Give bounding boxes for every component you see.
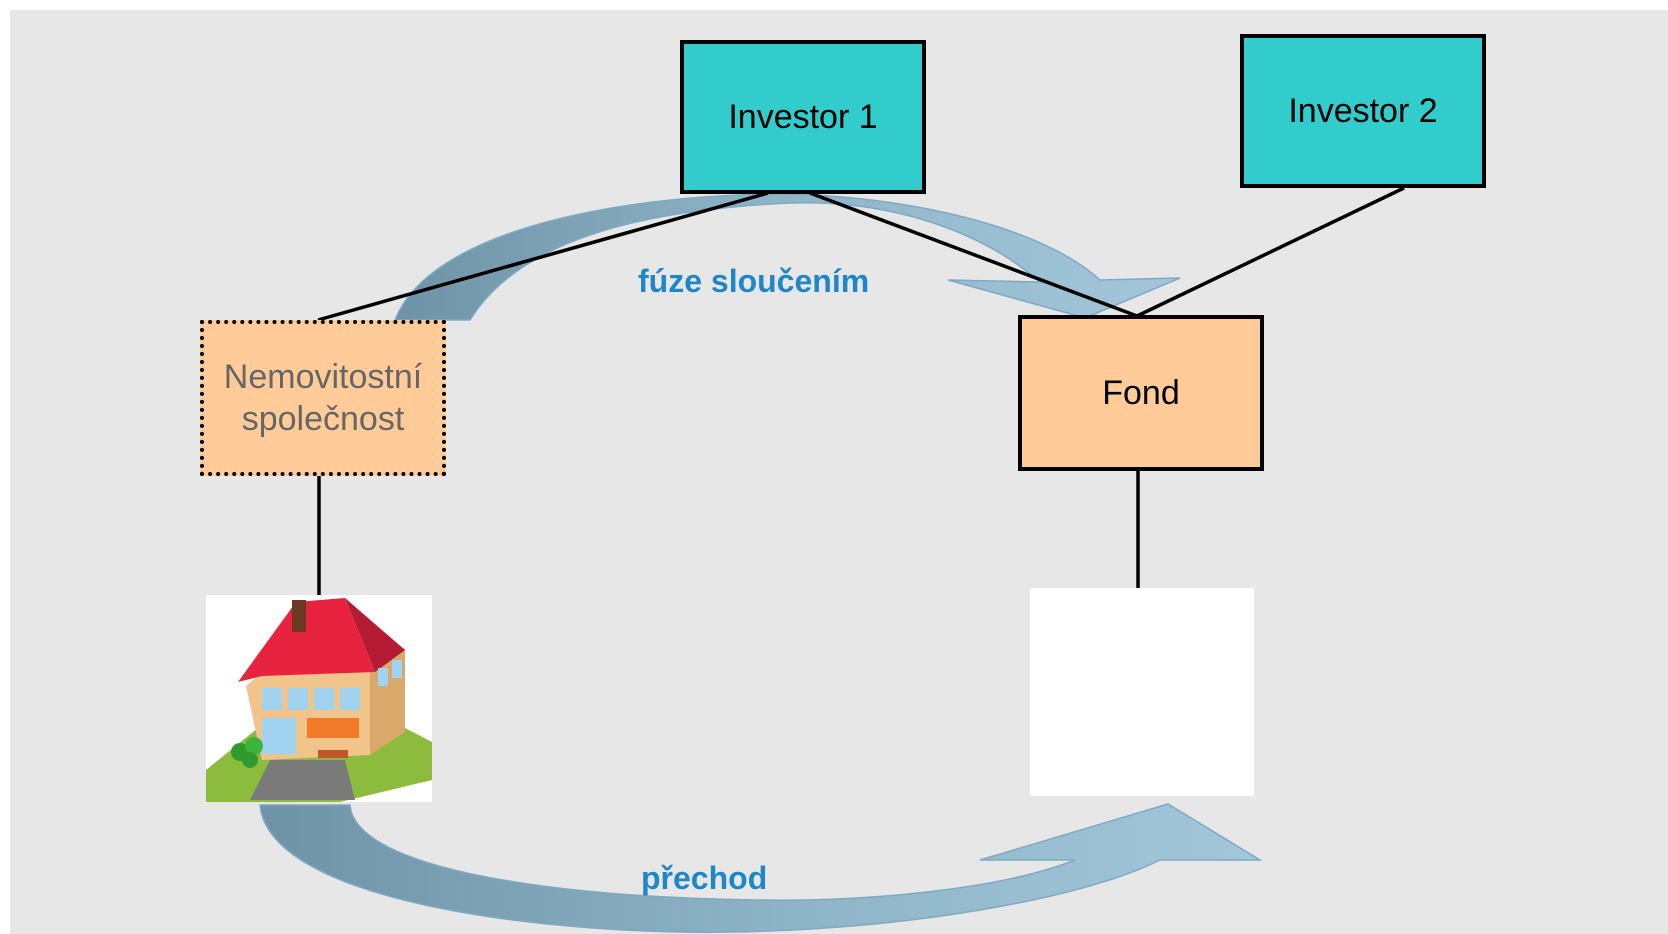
investor1-label: Investor 1 — [728, 97, 878, 136]
connector-investor2-fund — [1136, 186, 1405, 318]
transfer-arrow — [259, 803, 1263, 933]
property-image-placeholder — [1030, 588, 1254, 796]
company-label-line2: společnost — [241, 400, 405, 438]
fund-label: Fond — [1102, 373, 1180, 412]
company-label-line1: Nemovitostní — [223, 357, 423, 396]
house-icon — [206, 595, 432, 802]
connector-investor1-company — [317, 191, 769, 322]
connector-investor1-fund — [809, 191, 1138, 318]
investor2-box: Investor 2 — [1240, 34, 1486, 188]
investor2-label: Investor 2 — [1288, 91, 1438, 130]
merger-arrow — [393, 193, 1181, 321]
transfer-arrow-label: přechod — [641, 860, 768, 896]
fund-box: Fond — [1018, 315, 1264, 471]
real-estate-company-box: Nemovitostní společnost — [200, 320, 446, 476]
investor1-box: Investor 1 — [680, 40, 926, 194]
merger-arrow-label: fúze sloučením — [638, 263, 870, 299]
